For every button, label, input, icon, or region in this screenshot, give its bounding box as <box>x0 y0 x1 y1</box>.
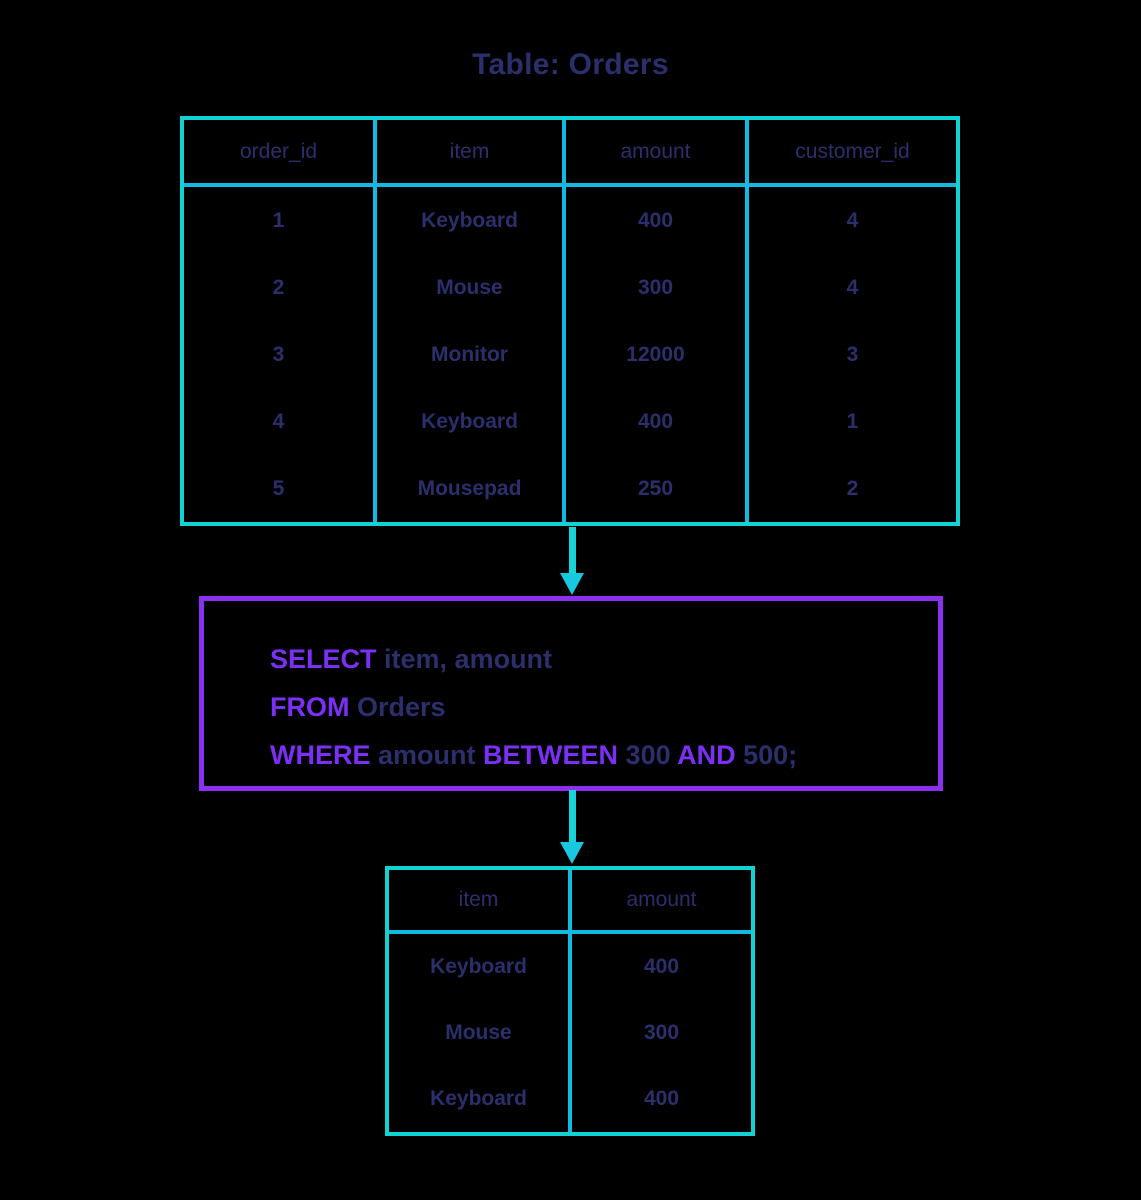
source-table-header-row: order_id item amount customer_id <box>184 120 956 187</box>
page-title: Table: Orders <box>472 48 669 81</box>
arrow-head <box>560 573 584 595</box>
result-table-body: Keyboard 400 Mouse 300 Keyboard 400 <box>389 934 751 1132</box>
result-column-header-amount: amount <box>626 888 697 911</box>
source-table-body: 1 Keyboard 400 4 2 Mouse 300 4 3 Monitor… <box>184 187 956 522</box>
table-row: 4 Keyboard 400 1 <box>184 388 956 455</box>
result-table-header-row: item amount <box>389 870 751 934</box>
cell-amount: 400 <box>643 1087 680 1110</box>
sql-line-select: SELECT item, amount <box>270 635 938 683</box>
table-row: 1 Keyboard 400 4 <box>184 187 956 254</box>
arrow-down-icon-table-to-query <box>560 527 584 595</box>
result-column-header-item: item <box>389 870 572 930</box>
sql-where-column: amount <box>378 740 476 770</box>
cell-customer-id: 4 <box>846 275 859 299</box>
arrow-down-icon-query-to-result <box>560 790 584 865</box>
table-row: 3 Monitor 12000 3 <box>184 321 956 388</box>
sql-keyword-select: SELECT <box>270 644 377 674</box>
sql-keyword-from: FROM <box>270 692 350 722</box>
arrow-head <box>560 842 584 864</box>
cell-amount: 300 <box>566 254 749 321</box>
sql-query-lines: SELECT item, amount FROM Orders WHERE am… <box>270 635 938 779</box>
cell-item: Keyboard <box>377 388 566 455</box>
sql-query-box: SELECT item, amount FROM Orders WHERE am… <box>199 596 943 791</box>
cell-item: Keyboard <box>377 187 566 254</box>
sql-between-high: 500; <box>743 740 798 770</box>
cell-item: Mousepad <box>377 455 566 522</box>
cell-order-id: 3 <box>184 321 377 388</box>
cell-item: Keyboard <box>389 934 572 1000</box>
sql-line-where: WHERE amount BETWEEN 300 AND 500; <box>270 731 938 779</box>
arrow-shaft <box>569 527 576 573</box>
cell-item: Mouse <box>377 254 566 321</box>
result-table: item amount Keyboard 400 Mouse 300 Keybo… <box>385 866 755 1136</box>
cell-amount: 400 <box>566 388 749 455</box>
source-column-header-customer-id: customer_id <box>795 139 910 163</box>
arrow-shaft <box>569 790 576 842</box>
cell-order-id: 5 <box>184 455 377 522</box>
cell-customer-id: 4 <box>846 208 859 232</box>
source-column-header-item: item <box>377 120 566 183</box>
table-row: Keyboard 400 <box>389 934 751 1000</box>
cell-order-id: 4 <box>184 388 377 455</box>
sql-from-table: Orders <box>357 692 446 722</box>
source-column-header-amount: amount <box>566 120 749 183</box>
cell-customer-id: 1 <box>846 409 859 433</box>
cell-item: Mouse <box>389 1000 572 1066</box>
cell-amount: 12000 <box>566 321 749 388</box>
cell-customer-id: 3 <box>846 342 859 366</box>
table-row: 5 Mousepad 250 2 <box>184 455 956 522</box>
source-column-header-order-id: order_id <box>184 120 377 183</box>
sql-keyword-between: BETWEEN <box>483 740 619 770</box>
sql-select-columns: item, amount <box>384 644 553 674</box>
cell-item: Monitor <box>377 321 566 388</box>
sql-keyword-where: WHERE <box>270 740 371 770</box>
table-row: 2 Mouse 300 4 <box>184 254 956 321</box>
sql-keyword-and: AND <box>677 740 736 770</box>
sql-between-low: 300 <box>625 740 671 770</box>
source-table: order_id item amount customer_id 1 Keybo… <box>180 116 960 526</box>
cell-amount: 400 <box>566 187 749 254</box>
cell-customer-id: 2 <box>846 476 859 500</box>
cell-order-id: 1 <box>184 187 377 254</box>
cell-amount: 250 <box>566 455 749 522</box>
cell-amount: 400 <box>643 955 680 978</box>
cell-item: Keyboard <box>389 1066 572 1132</box>
table-row: Keyboard 400 <box>389 1066 751 1132</box>
cell-order-id: 2 <box>184 254 377 321</box>
sql-line-from: FROM Orders <box>270 683 938 731</box>
cell-amount: 300 <box>643 1021 680 1044</box>
table-row: Mouse 300 <box>389 1000 751 1066</box>
